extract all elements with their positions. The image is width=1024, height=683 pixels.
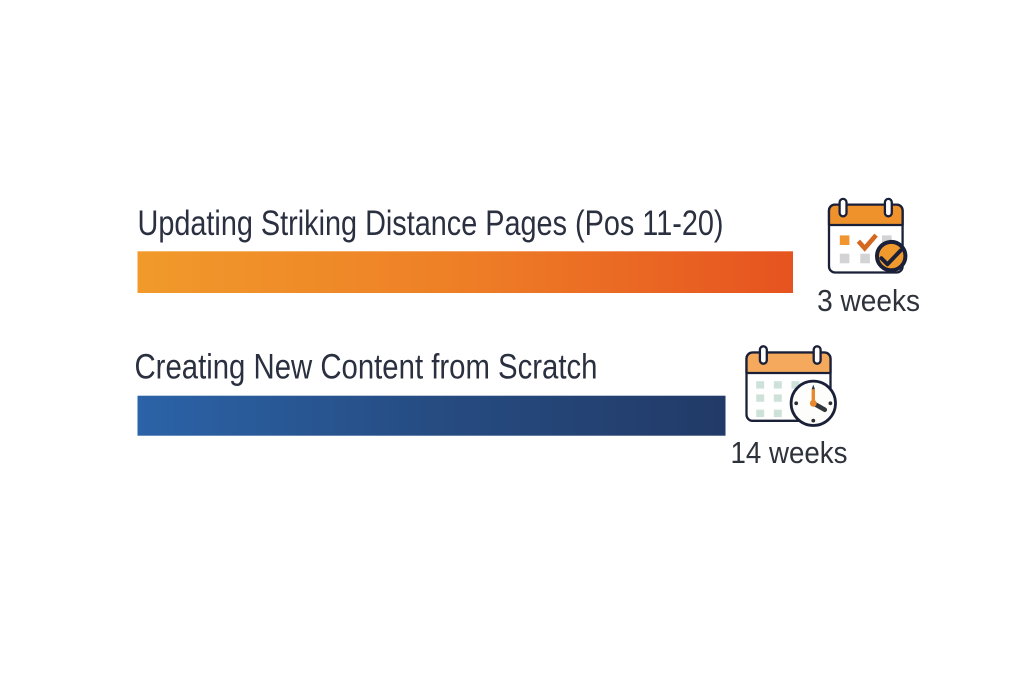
svg-text:Creating New Content from Scra: Creating New Content from Scratch (135, 348, 598, 387)
svg-text:Updating Striking Distance Pag: Updating Striking Distance Pages (Pos 11… (138, 204, 724, 243)
svg-text:14 weeks: 14 weeks (731, 436, 848, 470)
svg-text:3 weeks: 3 weeks (817, 284, 920, 318)
